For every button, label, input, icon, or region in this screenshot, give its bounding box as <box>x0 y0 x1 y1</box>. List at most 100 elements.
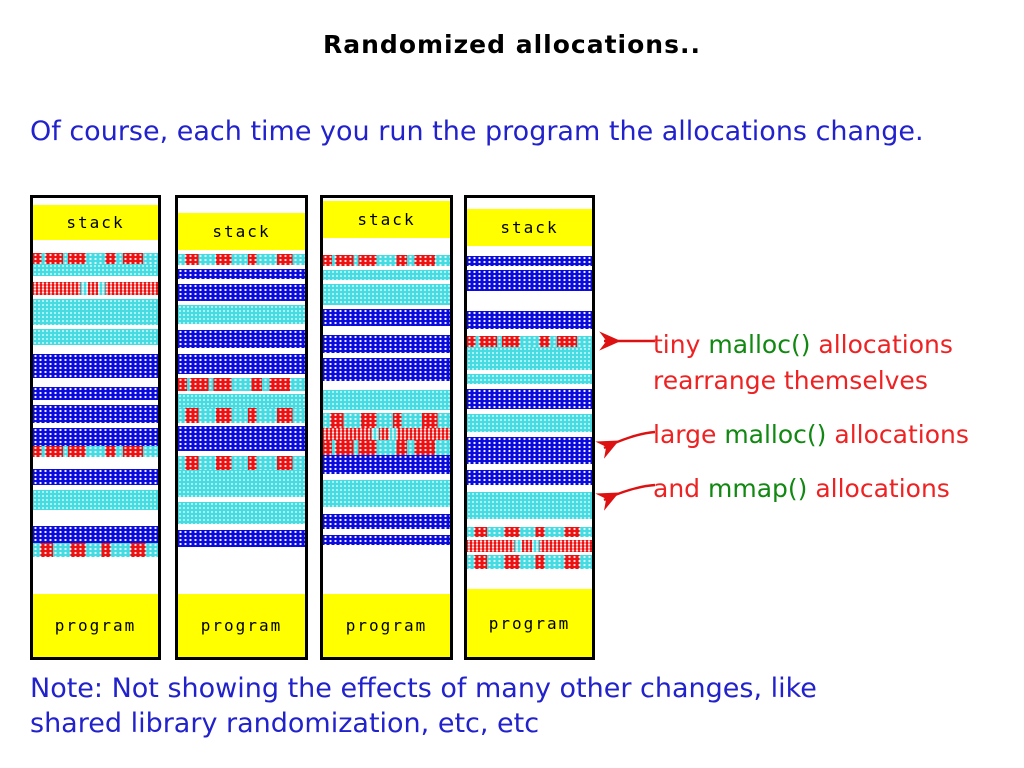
memory-band <box>178 254 305 265</box>
memory-band <box>33 557 158 594</box>
memory-band <box>467 569 592 589</box>
memory-band <box>323 198 450 201</box>
memory-band <box>178 305 305 324</box>
memory-band <box>323 535 450 545</box>
memory-band <box>33 282 158 295</box>
stack-band: stack <box>33 205 158 240</box>
memory-band <box>323 480 450 507</box>
stack-label: stack <box>66 213 125 232</box>
memory-band <box>178 524 305 530</box>
memory-band <box>178 324 305 330</box>
program-band: program <box>323 594 450 657</box>
memory-band <box>323 514 450 529</box>
intro-text: Of course, each time you run the program… <box>30 116 924 147</box>
memory-band <box>467 485 592 492</box>
slide-title: Randomized allocations.. <box>323 30 701 59</box>
memory-band <box>323 428 450 440</box>
memory-band <box>33 469 158 485</box>
memory-band <box>33 295 158 299</box>
memory-band <box>178 250 305 254</box>
memory-band <box>467 552 592 555</box>
memory-band <box>178 423 305 426</box>
memory-map-column-2: stack program <box>175 195 308 660</box>
memory-band <box>323 529 450 535</box>
memory-band <box>323 381 450 390</box>
memory-band <box>323 474 450 480</box>
memory-band <box>467 519 592 527</box>
memory-band <box>323 309 450 326</box>
memory-band <box>323 238 450 255</box>
memory-band <box>178 502 305 524</box>
memory-band <box>467 540 592 552</box>
memory-band <box>467 311 592 329</box>
memory-band <box>178 265 305 269</box>
stack-label: stack <box>212 222 271 241</box>
stack-band: stack <box>323 201 450 238</box>
memory-band <box>467 537 592 540</box>
memory-band <box>467 384 592 389</box>
memory-map-column-4: stack program <box>464 195 595 660</box>
program-label: program <box>488 613 571 633</box>
memory-band <box>467 409 592 414</box>
memory-band <box>33 299 158 325</box>
memory-band <box>33 325 158 329</box>
memory-band <box>323 410 450 413</box>
memory-band <box>178 547 305 594</box>
memory-band <box>33 253 158 264</box>
memory-band <box>33 446 158 457</box>
stack-band: stack <box>467 209 592 246</box>
memory-band <box>323 326 450 335</box>
memory-band <box>467 198 592 209</box>
arrow-mmap-icon <box>595 483 656 511</box>
memory-band <box>178 470 305 497</box>
memory-band <box>323 455 450 474</box>
memory-band <box>178 198 305 213</box>
program-label: program <box>345 616 428 635</box>
memory-band <box>323 255 450 266</box>
legend-segment: malloc() <box>724 420 827 449</box>
memory-band <box>33 400 158 405</box>
memory-band <box>33 485 158 490</box>
memory-band <box>178 391 305 394</box>
note-text: Note: Not showing the effects of many ot… <box>30 672 930 741</box>
memory-band <box>33 198 158 205</box>
legend-tiny-malloc: tiny malloc() allocations <box>653 330 953 359</box>
memory-band <box>467 256 592 266</box>
memory-band <box>323 545 450 594</box>
legend-segment: allocations <box>810 330 953 359</box>
memory-band <box>467 347 592 370</box>
memory-band <box>467 414 592 432</box>
memory-band <box>178 408 305 423</box>
memory-band <box>467 370 592 374</box>
memory-band <box>178 330 305 348</box>
program-label: program <box>54 616 137 635</box>
memory-band <box>33 510 158 526</box>
memory-band <box>467 470 592 485</box>
legend-segment: allocations <box>826 420 969 449</box>
memory-band <box>323 305 450 309</box>
memory-band <box>33 378 158 387</box>
memory-band <box>33 457 158 469</box>
memory-band <box>323 284 450 305</box>
memory-band <box>323 270 450 280</box>
memory-band <box>178 497 305 502</box>
memory-band <box>178 301 305 305</box>
memory-band <box>178 354 305 374</box>
memory-band <box>467 555 592 569</box>
stack-band: stack <box>178 213 305 250</box>
program-band: program <box>178 594 305 657</box>
memory-band <box>178 426 305 451</box>
memory-band <box>467 432 592 437</box>
memory-band <box>467 266 592 270</box>
memory-band <box>467 336 592 347</box>
annotation-arrows <box>595 331 656 511</box>
legend-large-malloc: large malloc() allocations <box>653 420 969 449</box>
memory-band <box>33 354 158 378</box>
legend-segment: rearrange themselves <box>653 366 928 395</box>
memory-map-column-3: stack program <box>320 195 453 660</box>
legend-rearrange: rearrange themselves <box>653 366 928 395</box>
memory-band <box>323 507 450 514</box>
memory-band <box>467 246 592 256</box>
note-line-2: shared library randomization, etc, etc <box>30 707 540 739</box>
memory-band <box>178 451 305 456</box>
